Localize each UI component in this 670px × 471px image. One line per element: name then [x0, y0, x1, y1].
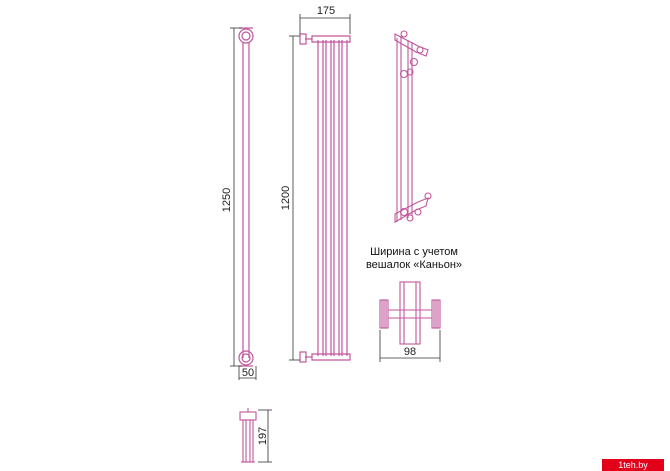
watermark-text: 1teh.by [618, 460, 648, 470]
side-height-dimension [230, 27, 242, 367]
front-view [299, 33, 351, 363]
side-view [238, 27, 254, 367]
bottom-depth-dimension [258, 409, 272, 463]
watermark: 1teh.by [602, 459, 664, 471]
bottom-depth-label: 197 [257, 427, 269, 445]
width-note-line1: Ширина с учетом [370, 246, 458, 258]
front-width-label: 175 [317, 5, 335, 17]
bottom-detail [239, 408, 257, 463]
top-width-dimension [379, 330, 441, 362]
side-width-label: 50 [242, 367, 254, 379]
top-view [379, 281, 441, 345]
width-note-line2: вешалок «Каньон» [366, 259, 462, 271]
front-height-label: 1200 [280, 186, 292, 210]
top-width-label: 98 [404, 346, 416, 358]
front-height-dimension [289, 35, 300, 361]
side-width-dimension [238, 366, 257, 380]
front-width-dimension [299, 14, 351, 34]
side-height-label: 1250 [221, 188, 233, 212]
isometric-view [394, 30, 432, 223]
